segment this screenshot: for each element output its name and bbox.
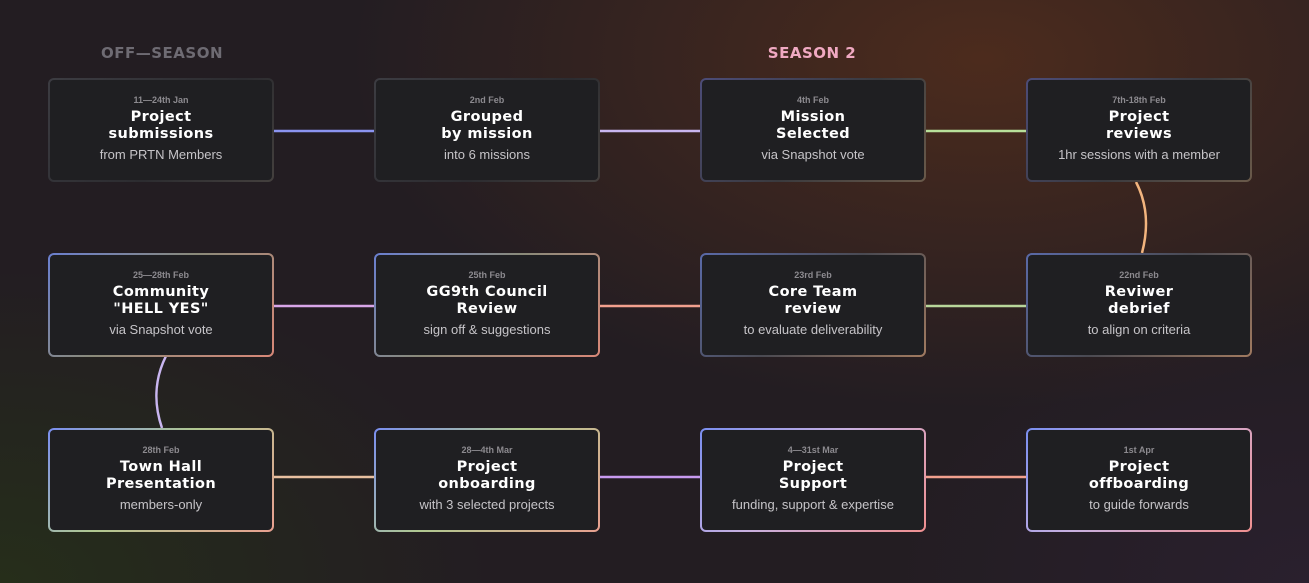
step-subtitle: to guide forwards: [1089, 497, 1189, 512]
connector-8-9: [155, 355, 168, 429]
step-subtitle: into 6 missions: [444, 147, 530, 162]
step-card-community-hell-yes: 25—28th Feb Community"HELL YES" via Snap…: [48, 253, 274, 357]
step-date: 11—24th Jan: [133, 95, 189, 105]
step-subtitle: members-only: [119, 497, 203, 512]
step-subtitle: from PRTN Members: [99, 147, 223, 162]
step-date: 7th-18th Feb: [1112, 95, 1166, 105]
off-season-label: OFF—SEASON: [100, 44, 223, 62]
step-date: 28—4th Mar: [461, 445, 513, 455]
season-2-label: SEASON 2: [767, 44, 857, 62]
step-date: 28th Feb: [142, 445, 180, 455]
step-date: 2nd Feb: [469, 95, 505, 105]
step-date: 1st Apr: [1123, 445, 1155, 455]
step-date: 25—28th Feb: [132, 270, 190, 280]
step-subtitle: with 3 selected projects: [419, 497, 555, 512]
step-title: Community"HELL YES": [112, 284, 210, 317]
step-date: 4—31st Mar: [787, 445, 839, 455]
step-subtitle: 1hr sessions with a member: [1058, 147, 1220, 162]
step-subtitle: to align on criteria: [1087, 322, 1191, 337]
step-date: 22nd Feb: [1119, 270, 1159, 280]
step-date: 4th Feb: [796, 95, 829, 105]
step-date: 23rd Feb: [794, 270, 832, 280]
step-date: 25th Feb: [468, 270, 506, 280]
step-subtitle: sign off & suggestions: [423, 322, 551, 337]
step-subtitle: via Snapshot vote: [109, 322, 213, 337]
step-subtitle: to evaluate deliverability: [743, 322, 883, 337]
step-subtitle: via Snapshot vote: [761, 147, 865, 162]
step-subtitle: funding, support & expertise: [732, 497, 894, 512]
connector-4-5: [1134, 181, 1148, 254]
